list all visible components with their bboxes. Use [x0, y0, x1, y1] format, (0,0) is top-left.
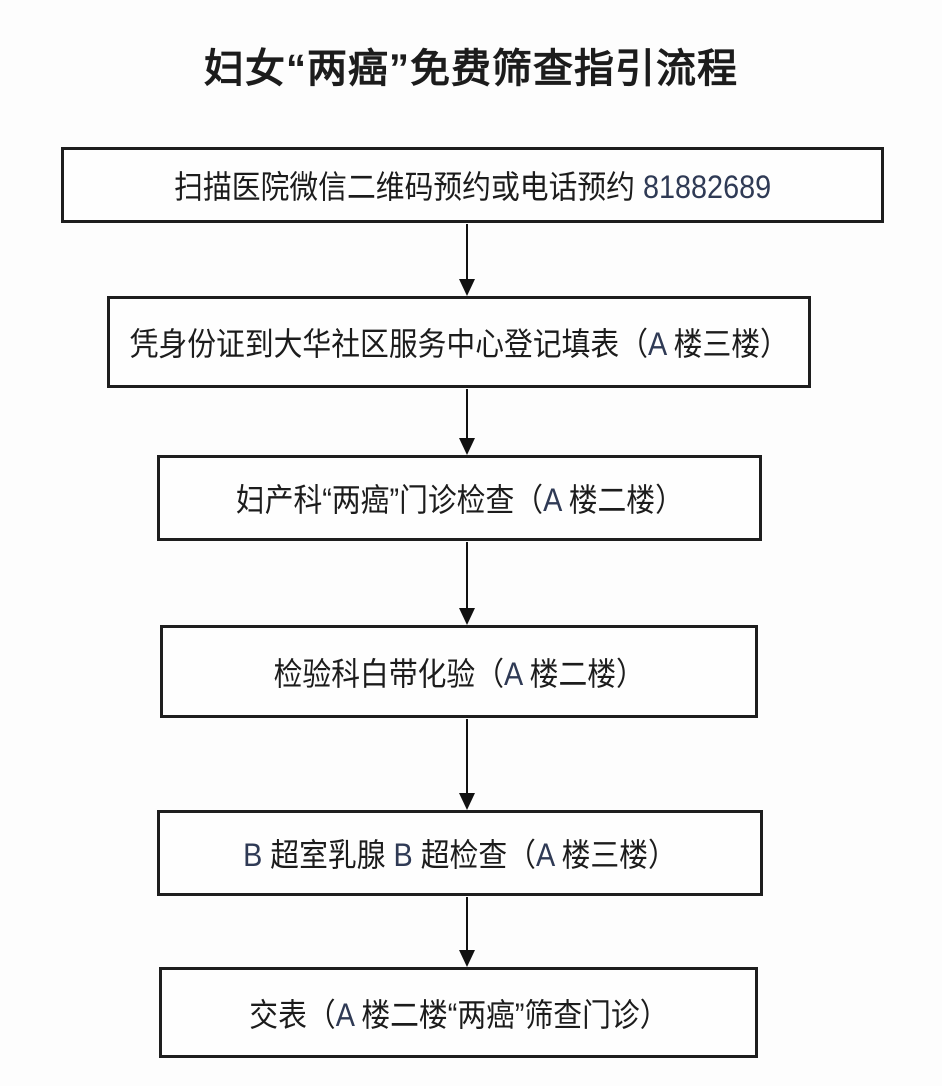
flow-step-label-4: 检验科白带化验（A 楼二楼）: [273, 655, 645, 692]
arrow-stem: [466, 897, 468, 954]
flow-step-box-5: B 超室乳腺 B 超检查（A 楼三楼）: [157, 810, 763, 896]
flow-step-label-5: B 超室乳腺 B 超检查（A 楼三楼）: [243, 837, 677, 873]
flow-arrow-4: [458, 719, 476, 810]
arrow-stem: [466, 719, 468, 797]
arrow-head-icon: [459, 438, 475, 455]
flow-arrow-5: [458, 897, 476, 967]
arrow-head-icon: [459, 793, 475, 810]
arrow-stem: [466, 542, 468, 612]
flow-arrow-3: [458, 542, 476, 625]
arrow-stem: [466, 224, 468, 283]
arrow-stem: [466, 389, 468, 442]
flow-step-box-3: 妇产科“两癌”门诊检查（A 楼二楼）: [157, 455, 762, 541]
flow-step-box-2: 凭身份证到大华社区服务中心登记填表（A 楼三楼）: [107, 296, 811, 388]
flow-step-box-6: 交表（A 楼二楼“两癌”筛查门诊）: [159, 967, 758, 1058]
flow-step-label-2: 凭身份证到大华社区服务中心登记填表（A 楼三楼）: [129, 326, 789, 362]
arrow-head-icon: [459, 279, 475, 296]
flow-step-box-4: 检验科白带化验（A 楼二楼）: [160, 625, 758, 718]
flow-step-label-1: 扫描医院微信二维码预约或电话预约 81882689: [174, 169, 771, 205]
flow-step-label-6: 交表（A 楼二楼“两癌”筛查门诊）: [248, 996, 669, 1033]
flow-step-box-1: 扫描医院微信二维码预约或电话预约 81882689: [61, 147, 884, 223]
page-title: 妇女“两癌”免费筛查指引流程: [204, 47, 738, 91]
flow-arrow-1: [458, 224, 476, 296]
arrow-head-icon: [459, 608, 475, 625]
flow-arrow-2: [458, 389, 476, 455]
flow-step-label-3: 妇产科“两癌”门诊检查（A 楼二楼）: [235, 482, 684, 518]
arrow-head-icon: [459, 950, 475, 967]
